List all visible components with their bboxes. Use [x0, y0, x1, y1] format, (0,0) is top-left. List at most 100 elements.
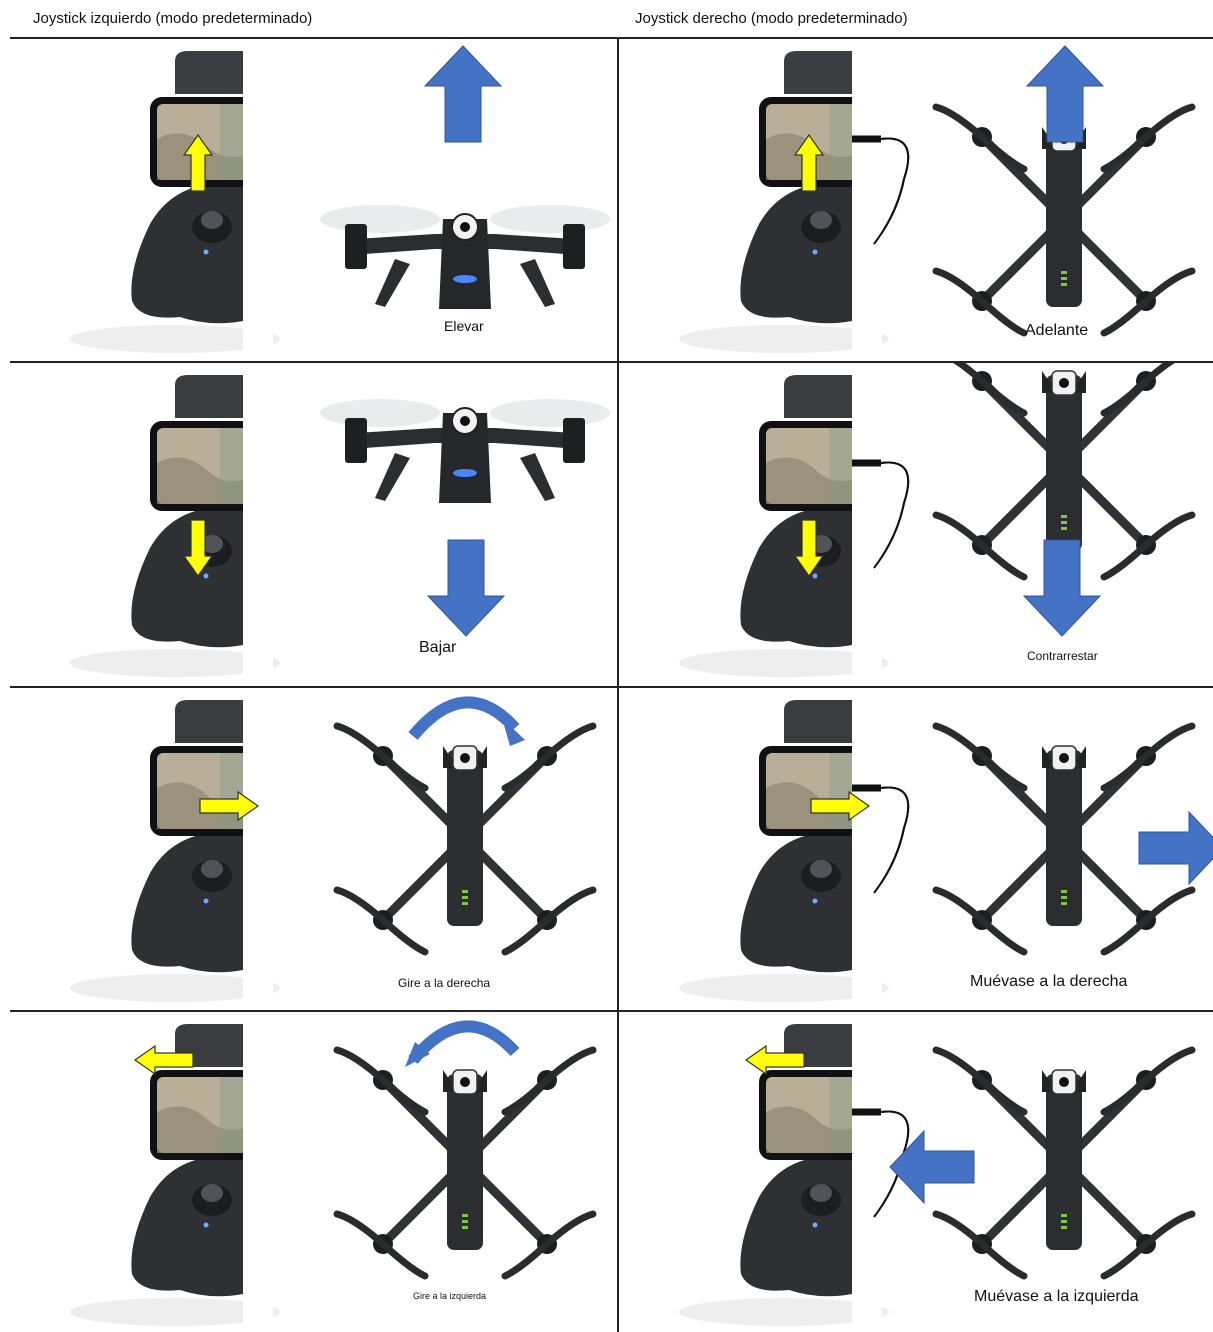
- battery-led: [1061, 902, 1067, 905]
- screen-terrain: [766, 1106, 862, 1153]
- screen-terrain: [766, 457, 862, 504]
- drone-body: [1046, 1074, 1082, 1250]
- floor-shadow: [679, 974, 889, 1002]
- leg-left: [375, 259, 410, 307]
- remote-controller-icon: [70, 39, 280, 359]
- propeller-blade: [1142, 363, 1175, 385]
- propeller-blade: [379, 1240, 429, 1280]
- floor-shadow: [679, 649, 889, 677]
- remote-controller-icon: [679, 688, 910, 1008]
- floor-shadow: [70, 1298, 280, 1326]
- motor-left: [345, 224, 367, 269]
- status-led: [812, 898, 818, 904]
- right-joystick-header: Joystick derecho (modo predeterminado): [635, 10, 908, 27]
- controller-hood: [784, 51, 852, 94]
- status-led: [203, 249, 209, 255]
- joystick-knob: [201, 535, 223, 553]
- propeller-blade: [932, 103, 986, 141]
- propeller-blade: [501, 916, 551, 956]
- drone-body: [1046, 131, 1082, 307]
- camera-lens: [460, 1077, 470, 1087]
- drone-front-view-icon: [320, 205, 610, 309]
- battery-led: [1061, 896, 1067, 899]
- propeller-blade: [333, 886, 387, 924]
- camera-lens: [460, 222, 470, 232]
- propeller-blade: [932, 1210, 986, 1248]
- drone-body: [439, 413, 491, 503]
- propeller-blade: [978, 1076, 1028, 1116]
- propeller-blade: [1142, 886, 1196, 924]
- joystick-knob: [201, 860, 223, 878]
- propeller-blade: [932, 1046, 986, 1084]
- propeller-blur: [320, 205, 440, 233]
- propeller-blade: [1142, 511, 1196, 549]
- yellow-direction-arrow-icon: [182, 133, 214, 192]
- propeller-blade: [379, 1076, 429, 1116]
- cell-art: [679, 688, 1213, 1008]
- yellow-direction-arrow-icon: [133, 1044, 194, 1076]
- battery-led: [1061, 515, 1067, 518]
- drone-body: [447, 750, 483, 926]
- caption: Contrarrestar: [1027, 649, 1098, 663]
- propeller-blade: [1100, 752, 1150, 792]
- yellow-direction-arrow-icon: [793, 133, 825, 192]
- propeller-blur: [320, 399, 440, 427]
- propeller-blade: [978, 297, 1028, 337]
- column-divider: [617, 38, 619, 1332]
- status-led: [812, 249, 818, 255]
- battery-led: [1061, 1226, 1067, 1229]
- remote-controller-icon: [679, 39, 910, 359]
- propeller-blade: [1100, 1240, 1150, 1280]
- blue-motion-arrow-icon: [426, 539, 506, 637]
- front-led: [453, 275, 477, 283]
- propeller-blade: [543, 1046, 597, 1084]
- cell-art: [70, 363, 610, 683]
- drone-top-view-icon: [932, 722, 1196, 956]
- propeller-blade: [978, 1240, 1028, 1280]
- propeller-blade: [501, 1240, 551, 1280]
- leg-left: [375, 453, 410, 501]
- floor-shadow: [70, 325, 280, 353]
- propeller-blade: [978, 541, 1028, 581]
- yellow-direction-arrow-icon: [793, 519, 825, 578]
- yellow-direction-arrow-icon: [199, 790, 260, 822]
- propeller-blade: [1142, 1046, 1196, 1084]
- cell-right-right: Muévase a la derecha: [619, 688, 1213, 1008]
- cell-art: [679, 1012, 1196, 1332]
- camera-lens: [460, 753, 470, 763]
- battery-led: [1061, 527, 1067, 530]
- caption: Elevar: [444, 318, 484, 334]
- controller-hood: [175, 51, 243, 94]
- yellow-direction-arrow-icon: [810, 790, 871, 822]
- row-divider-3: [10, 1010, 1213, 1012]
- floor-shadow: [70, 649, 280, 677]
- drone-top-view-icon: [333, 722, 597, 956]
- screen-terrain: [157, 1106, 253, 1153]
- yellow-direction-arrow-icon: [744, 1044, 805, 1076]
- battery-led: [462, 896, 468, 899]
- propeller-blade: [1100, 377, 1150, 417]
- floor-shadow: [70, 974, 280, 1002]
- cell-art: [679, 363, 1196, 683]
- status-led: [812, 573, 818, 579]
- caption: Gire a la derecha: [398, 976, 491, 990]
- propeller-blade: [1142, 722, 1196, 760]
- propeller-blade: [932, 511, 986, 549]
- propeller-blade: [1100, 297, 1150, 337]
- battery-led: [462, 1226, 468, 1229]
- motor-right: [563, 224, 585, 269]
- propeller-blade: [953, 363, 986, 385]
- controller-grip: [740, 184, 852, 324]
- table-top-rule: [10, 37, 1213, 39]
- controller-hood: [784, 700, 852, 743]
- cell-right-up: Adelante: [619, 39, 1213, 359]
- cell-right-left: Muévase a la izquierda: [619, 1012, 1213, 1332]
- status-led: [203, 573, 209, 579]
- cell-art: [70, 688, 597, 1008]
- drone-front-view-icon: [320, 399, 610, 503]
- drone-body: [1046, 750, 1082, 926]
- propeller-blade: [978, 377, 1028, 417]
- crop-mask: [243, 363, 273, 683]
- usb-cable: [873, 137, 910, 245]
- propeller-blade: [501, 1076, 551, 1116]
